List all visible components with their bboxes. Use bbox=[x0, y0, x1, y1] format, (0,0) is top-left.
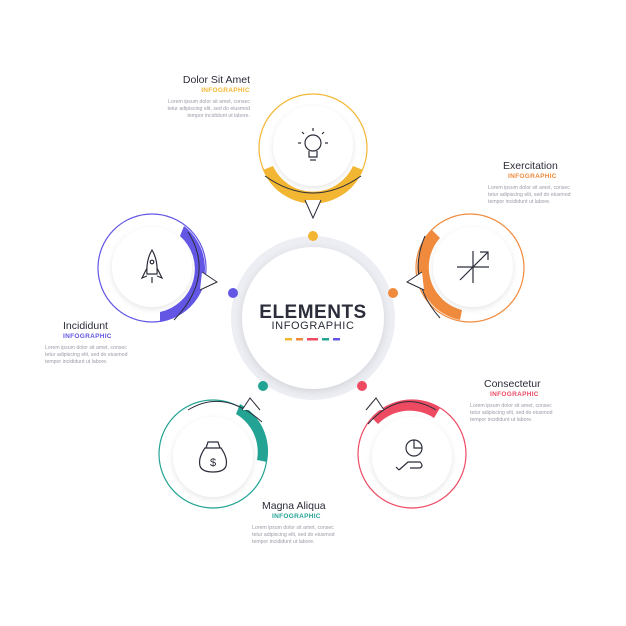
connector-dot-orange bbox=[388, 288, 398, 298]
center-subtitle: INFOGRAPHIC bbox=[271, 320, 355, 332]
connector-dot-purple bbox=[228, 288, 238, 298]
svg-text:$: $ bbox=[210, 457, 216, 469]
label-right-sub: INFOGRAPHIC bbox=[508, 173, 557, 181]
label-bottom-left-desc: Lorem ipsum dolor sit amet, consec tetur… bbox=[252, 524, 335, 545]
node-right bbox=[405, 213, 525, 323]
label-top-sub: INFOGRAPHIC bbox=[201, 87, 250, 95]
connector-dot-teal bbox=[258, 381, 268, 391]
node-top bbox=[258, 93, 368, 220]
label-bottom-right-desc: Lorem ipsum dolor sit amet, consec tetur… bbox=[470, 402, 553, 423]
label-left-title: Incididunt bbox=[63, 320, 108, 332]
growth-arrow-icon bbox=[457, 251, 489, 283]
center-circle bbox=[242, 247, 384, 389]
connector-dot-red bbox=[357, 381, 367, 391]
label-top-title: Dolor Sit Amet bbox=[182, 74, 250, 86]
label-bottom-right-sub: INFOGRAPHIC bbox=[490, 391, 539, 399]
label-left-desc: Lorem ipsum dolor sit amet, consec tetur… bbox=[45, 344, 128, 365]
lightbulb-icon bbox=[298, 128, 328, 161]
label-left: Incididunt INFOGRAPHIC Lorem ipsum dolor… bbox=[45, 320, 155, 366]
label-left-sub: INFOGRAPHIC bbox=[63, 333, 112, 341]
label-right-title: Exercitation bbox=[503, 160, 558, 172]
label-bottom-left-sub: INFOGRAPHIC bbox=[272, 513, 321, 521]
hand-pie-chart-icon bbox=[395, 439, 423, 471]
money-bag-icon: $ bbox=[198, 441, 228, 473]
center-title: ELEMENTS bbox=[259, 302, 367, 323]
center-accent-dashes bbox=[285, 338, 340, 341]
label-bottom-left: Magna Aliqua INFOGRAPHIC Lorem ipsum dol… bbox=[252, 500, 362, 546]
label-right-desc: Lorem ipsum dolor sit amet, consec tetur… bbox=[488, 184, 571, 205]
node-bottom-right bbox=[357, 397, 467, 509]
node-left bbox=[97, 213, 219, 323]
connector-dot-yellow bbox=[308, 231, 318, 241]
label-bottom-right: Consectetur INFOGRAPHIC Lorem ipsum dolo… bbox=[470, 378, 580, 424]
label-top-desc: Lorem ipsum dolor sit amet, consec tetur… bbox=[167, 98, 250, 119]
label-top: Dolor Sit Amet INFOGRAPHIC Lorem ipsum d… bbox=[150, 74, 250, 120]
rocket-icon bbox=[140, 248, 164, 283]
label-bottom-right-title: Consectetur bbox=[484, 378, 541, 390]
label-bottom-left-title: Magna Aliqua bbox=[262, 500, 326, 512]
label-right: Exercitation INFOGRAPHIC Lorem ipsum dol… bbox=[488, 160, 598, 206]
node-bottom-left: $ bbox=[158, 397, 269, 509]
